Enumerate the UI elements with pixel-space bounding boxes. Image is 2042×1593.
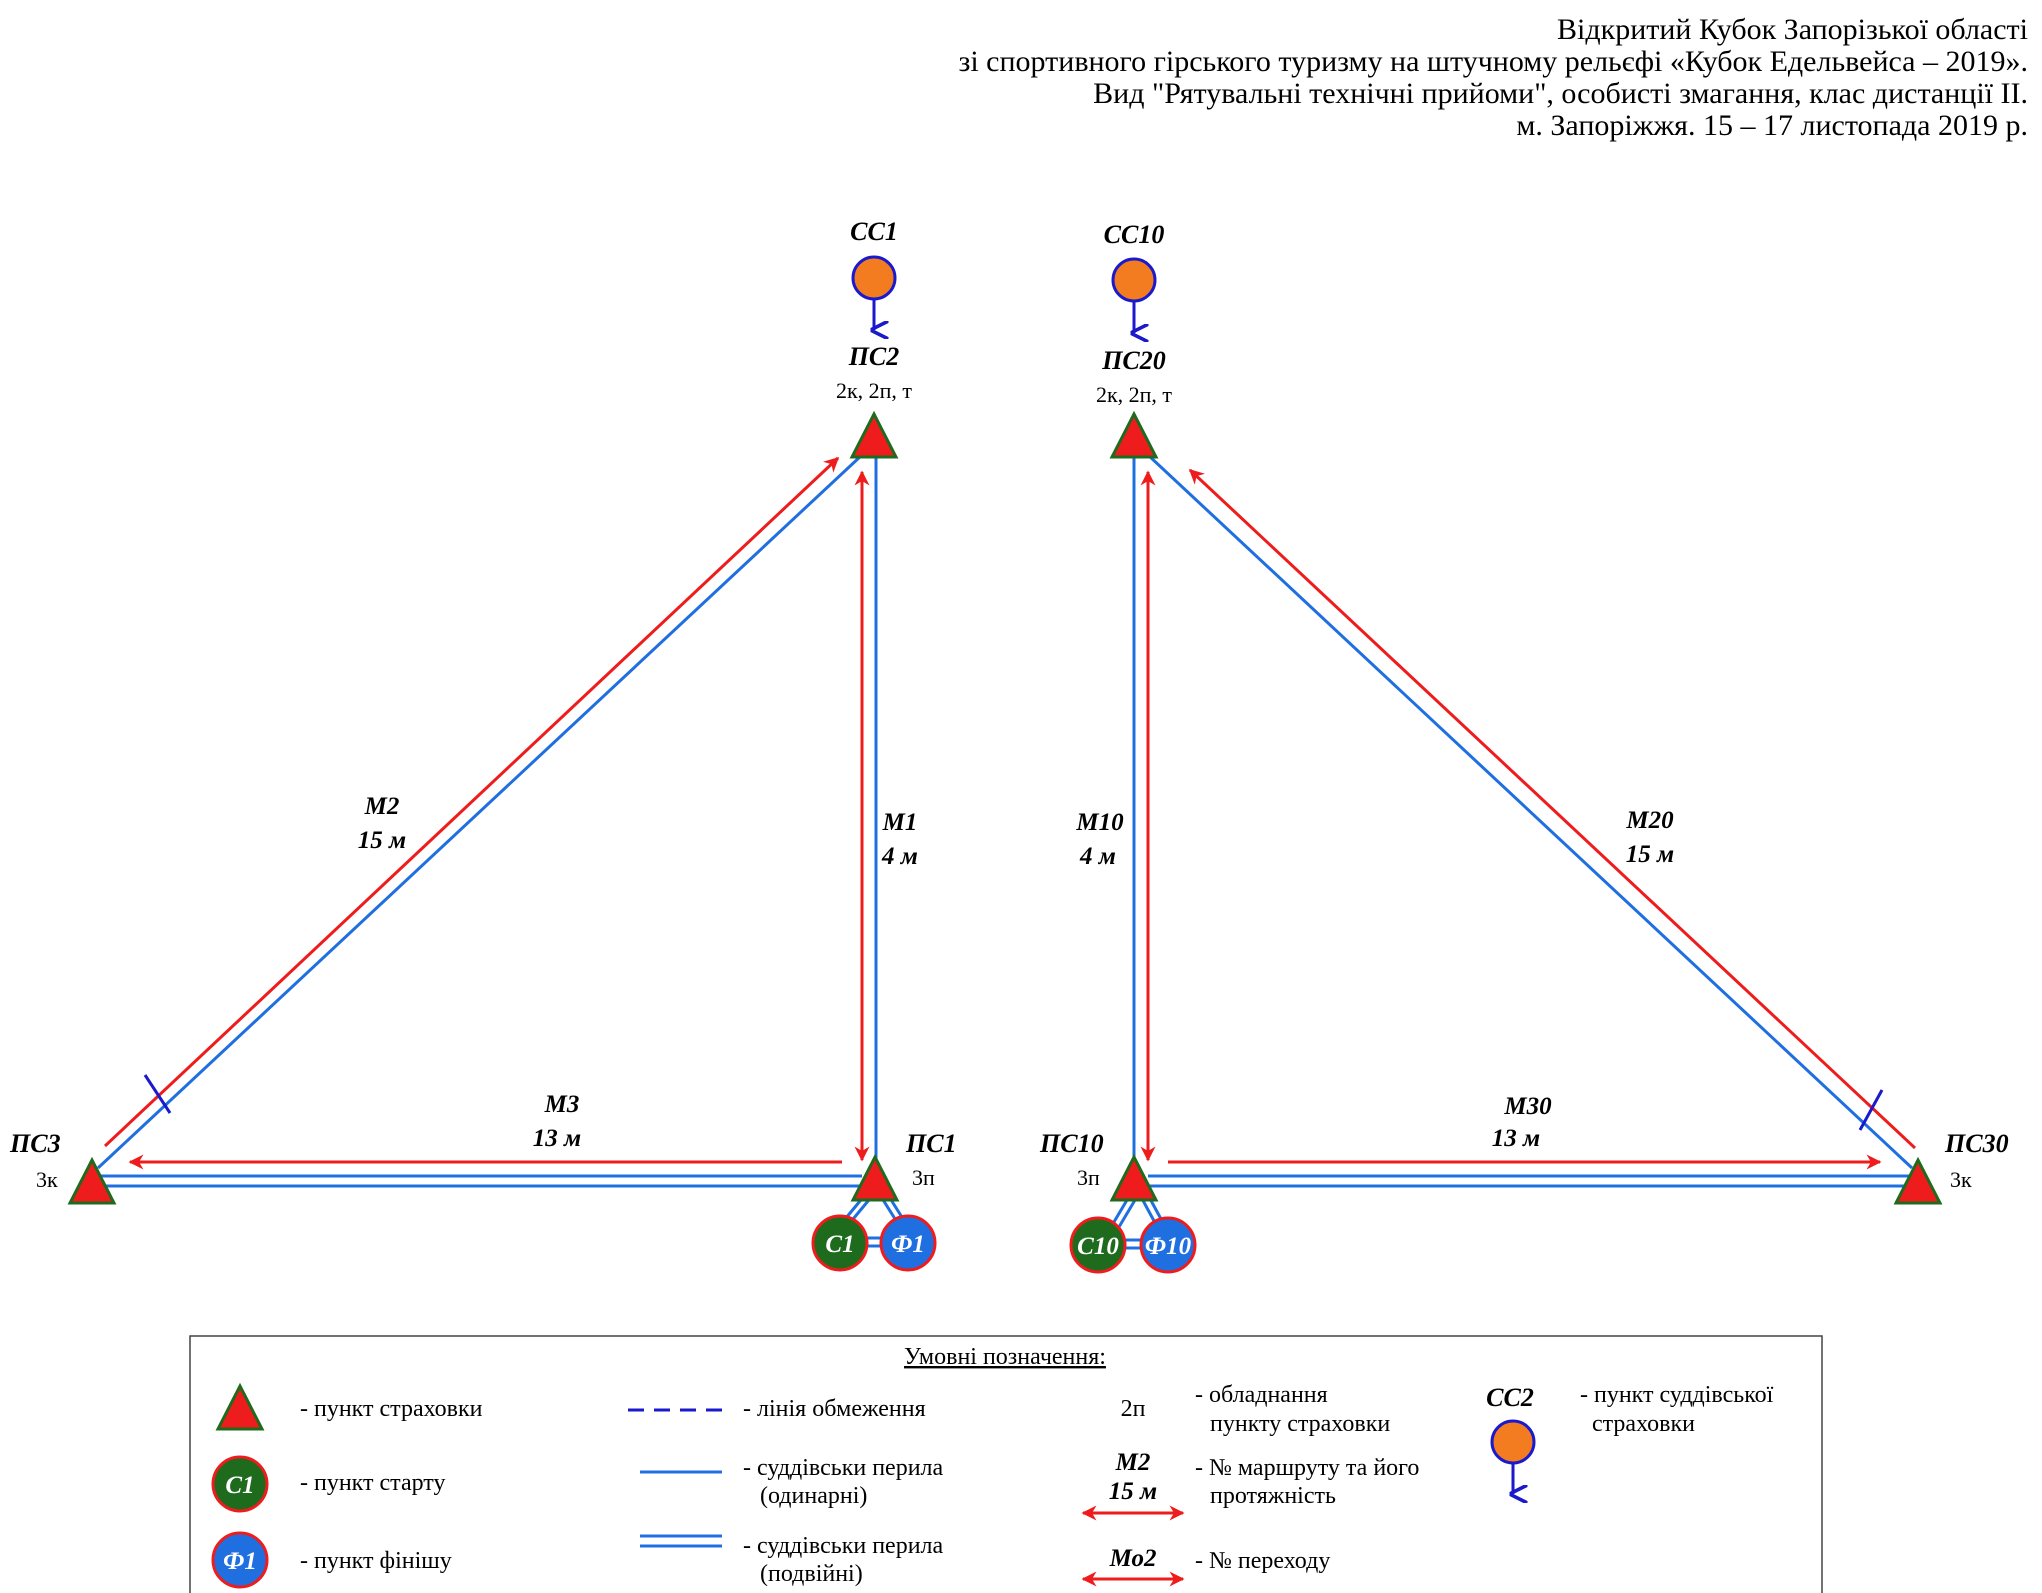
legend-judge-text-2: страховки — [1592, 1411, 1695, 1437]
left-route-diagonal-arrow — [103, 456, 840, 1148]
right-bottom-left-belay-icon — [1109, 1153, 1159, 1202]
legend-equip-symbol: 2п — [1121, 1396, 1146, 1422]
left-bottom-left-equipment: 3к — [36, 1167, 58, 1192]
left-finish-label: Ф1 — [891, 1231, 925, 1258]
left-bottom-right-equipment: 3п — [912, 1165, 935, 1190]
legend-equip-text-1: - обладнання — [1195, 1382, 1328, 1408]
legend-route-text-2: протяжність — [1210, 1483, 1336, 1509]
legend-route-symbol-name: М2 — [1115, 1449, 1151, 1476]
right-finish-icon — [1139, 1216, 1197, 1274]
legend-judge-symbol: СС2 — [1486, 1383, 1534, 1412]
right-route-diagonal-name: М20 — [1625, 807, 1674, 834]
left-scheme: СС1 ПС2 2к, 2п, т ПС1 3п ПС3 3к С1 Ф1 М1… — [9, 217, 957, 1272]
legend-start-icon — [211, 1455, 269, 1513]
left-bottom-left-label: ПС3 — [9, 1129, 61, 1158]
right-route-horizontal-name: М30 — [1503, 1093, 1552, 1120]
right-top-equipment: 2к, 2п, т — [1096, 382, 1172, 407]
right-route-horizontal-length: 13 м — [1492, 1125, 1540, 1152]
right-judge-label: СС10 — [1104, 220, 1165, 249]
header-line-1: Відкритий Кубок Запорізької області — [1557, 13, 2028, 46]
left-limit-mark — [143, 1074, 172, 1114]
left-route-horizontal-name: М3 — [544, 1091, 580, 1118]
right-start-label: С10 — [1077, 1233, 1119, 1260]
legend-judge-text-1: - пункт суддівської — [1580, 1382, 1774, 1408]
header-line-2: зі спортивного гірського туризму на штуч… — [958, 45, 2029, 78]
right-bottom-right-belay-icon — [1893, 1156, 1943, 1205]
right-bottom-left-equipment: 3п — [1077, 1165, 1100, 1190]
left-finish-icon — [879, 1214, 937, 1272]
legend-crossing-symbol: Мо2 — [1109, 1545, 1157, 1572]
legend-double-rope-text-2: (подвійні) — [760, 1561, 863, 1587]
legend-judge-icon — [1490, 1419, 1536, 1465]
legend-finish-symbol: Ф1 — [223, 1548, 257, 1575]
header-line-3: Вид "Рятувальні технічні прийоми", особи… — [1093, 77, 2028, 110]
left-route-horizontal-length: 13 м — [533, 1125, 581, 1152]
left-route-diagonal-length: 15 м — [358, 827, 406, 854]
left-diagonal-rope — [96, 453, 864, 1170]
legend-limit-text: - лінія обмеження — [743, 1396, 926, 1422]
legend-start-text: - пункт старту — [300, 1470, 445, 1496]
legend-belay-text: - пункт страховки — [300, 1396, 483, 1422]
left-top-equipment: 2к, 2п, т — [836, 378, 912, 403]
left-start-label: С1 — [825, 1231, 854, 1258]
left-route-vertical-length: 4 м — [881, 843, 918, 870]
right-route-vertical-length: 4 м — [1079, 843, 1116, 870]
left-bottom-left-belay-icon — [67, 1156, 117, 1205]
legend-route-symbol-length: 15 м — [1109, 1478, 1157, 1505]
legend-single-rope-text-2: (одинарні) — [760, 1483, 867, 1509]
legend-finish-icon — [211, 1531, 269, 1589]
left-judge-label: СС1 — [850, 217, 898, 246]
legend-box — [189, 1335, 1823, 1593]
right-bottom-right-label: ПС30 — [1944, 1129, 2009, 1158]
right-bottom-right-equipment: 3к — [1950, 1167, 1972, 1192]
header-line-4: м. Запоріжжя. 15 – 17 листопада 2019 р. — [1516, 109, 2028, 142]
left-top-belay-icon — [849, 410, 899, 459]
legend-start-symbol: С1 — [225, 1472, 254, 1499]
right-judge-point-icon — [1111, 257, 1157, 303]
header: Відкритий Кубок Запорізької області зі с… — [628, 13, 2029, 142]
legend-single-rope-text-1: - суддівськи перила — [743, 1455, 944, 1481]
legend-belay-icon — [215, 1382, 265, 1431]
right-limit-mark — [1858, 1089, 1884, 1131]
right-finish-label: Ф10 — [1145, 1233, 1192, 1260]
left-bottom-right-belay-icon — [850, 1153, 900, 1202]
legend-crossing-text: - № переходу — [1195, 1548, 1330, 1574]
legend-title: Умовні позначення: — [904, 1344, 1106, 1370]
right-top-belay-icon — [1109, 410, 1159, 459]
left-routes — [103, 456, 870, 1170]
left-route-vertical-name: М1 — [882, 809, 918, 836]
legend-route-text-1: - № маршруту та його — [1195, 1455, 1419, 1481]
right-top-label: ПС20 — [1101, 346, 1166, 375]
left-ropes — [95, 450, 912, 1248]
right-routes — [1140, 468, 1917, 1170]
left-start-icon — [811, 1214, 869, 1272]
right-scheme: СС10 ПС20 2к, 2п, т ПС10 3п ПС30 3к С10 … — [1039, 220, 2009, 1274]
right-route-diagonal-arrow — [1188, 468, 1917, 1150]
right-route-vertical-name: М10 — [1075, 809, 1124, 836]
left-route-diagonal-name: М2 — [364, 793, 400, 820]
right-diagonal-rope — [1146, 453, 1914, 1170]
left-judge-point-icon — [851, 255, 897, 301]
left-top-label: ПС2 — [848, 342, 900, 371]
legend-double-rope-text-1: - суддівськи перила — [743, 1533, 944, 1559]
right-route-diagonal-length: 15 м — [1626, 841, 1674, 868]
right-start-icon — [1069, 1216, 1127, 1274]
legend: Умовні позначення: - пункт страховки С1 … — [189, 1335, 1823, 1593]
left-bottom-right-label: ПС1 — [905, 1129, 957, 1158]
legend-finish-text: - пункт фінішу — [300, 1548, 452, 1574]
right-bottom-left-label: ПС10 — [1039, 1129, 1104, 1158]
legend-equip-text-2: пункту страховки — [1210, 1411, 1390, 1437]
